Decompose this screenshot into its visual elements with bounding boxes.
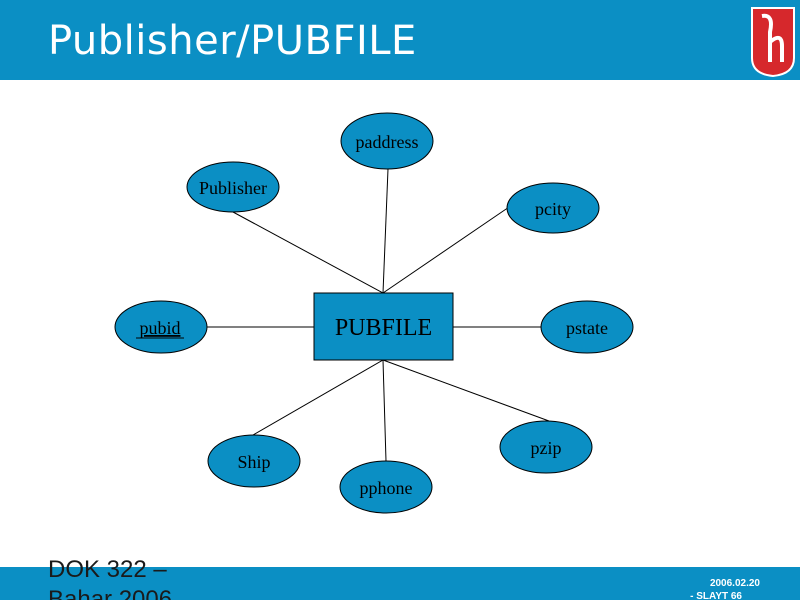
connector-pphone — [382, 359, 387, 462]
attribute-pcity: pcity — [506, 182, 600, 234]
attribute-label-key: pubid — [139, 318, 180, 338]
connector-pcity — [382, 204, 513, 294]
entity-label: PUBFILE — [335, 315, 432, 341]
attribute-label: Publisher — [199, 178, 267, 198]
entity-pubfile: PUBFILE — [313, 292, 454, 361]
connector-paddress — [382, 168, 389, 294]
attribute-paddress: paddress — [340, 112, 434, 170]
attribute-pphone: pphone — [339, 460, 433, 514]
attribute-label: pcity — [535, 199, 571, 219]
attribute-label: pphone — [360, 478, 413, 498]
connector-publisher — [232, 211, 384, 294]
attribute-publisher: Publisher — [186, 161, 280, 213]
connector-lines — [205, 168, 550, 462]
attribute-pzip: pzip — [499, 420, 593, 474]
attribute-label: pstate — [566, 318, 608, 338]
footer-date: 2006.02.20 — [709, 578, 760, 589]
connector-ship — [252, 359, 384, 436]
attribute-ship: Ship — [207, 434, 301, 488]
course-label: DOK 322 – Bahar 2006 — [48, 556, 173, 600]
attribute-pubid: pubid — [114, 300, 208, 354]
attribute-label: Ship — [237, 452, 270, 472]
attribute-pstate: pstate — [540, 300, 634, 354]
title-bar: Publisher/PUBFILE — [0, 0, 800, 80]
slide-number: - SLAYT 66 — [690, 591, 742, 602]
attribute-label: paddress — [356, 132, 419, 152]
university-logo-icon — [751, 7, 795, 78]
footer-bar — [0, 567, 800, 600]
connector-pzip — [382, 359, 550, 422]
attribute-label: pzip — [531, 438, 562, 458]
slide-title: Publisher/PUBFILE — [48, 18, 417, 64]
